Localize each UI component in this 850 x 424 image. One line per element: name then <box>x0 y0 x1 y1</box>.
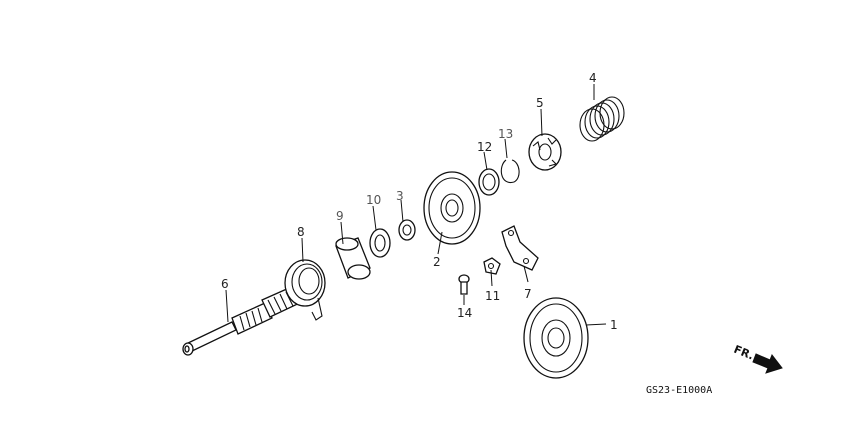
ratchet <box>528 133 562 171</box>
callout-8: 8 <box>297 225 305 239</box>
collar <box>335 237 371 280</box>
final-gear <box>523 297 589 379</box>
callout-12: 12 <box>477 140 492 154</box>
callout-2: 2 <box>433 255 441 269</box>
callout-3: 3 <box>396 189 404 203</box>
washer-12 <box>478 168 500 196</box>
stopper-plate <box>501 225 539 271</box>
diagram-code: GS23-E1000A <box>646 385 712 396</box>
callout-14: 14 <box>457 306 472 320</box>
circlip-13 <box>500 159 520 183</box>
callout-10: 10 <box>366 193 381 207</box>
callout-4: 4 <box>589 71 597 85</box>
washer-10 <box>369 228 391 258</box>
callout-13: 13 <box>498 127 513 141</box>
pinion-gear <box>423 171 481 245</box>
callout-1: 1 <box>610 318 618 332</box>
callout-labels: 1 2 3 4 5 6 7 8 9 10 11 12 13 14 <box>221 71 618 332</box>
callout-11: 11 <box>485 289 500 303</box>
callout-5: 5 <box>536 96 544 110</box>
callout-7: 7 <box>524 287 532 301</box>
callout-9: 9 <box>336 209 344 223</box>
bushing-3 <box>398 219 416 241</box>
front-arrow-icon <box>752 353 783 374</box>
fr-label: FR. <box>732 343 756 363</box>
lock-washer <box>483 257 501 275</box>
callout-6: 6 <box>221 277 229 291</box>
front-direction-marker: FR. <box>732 343 783 374</box>
leader-lines <box>225 84 607 326</box>
ratchet-spring <box>579 96 625 142</box>
kick-spring <box>284 259 326 321</box>
bolt <box>458 274 470 295</box>
